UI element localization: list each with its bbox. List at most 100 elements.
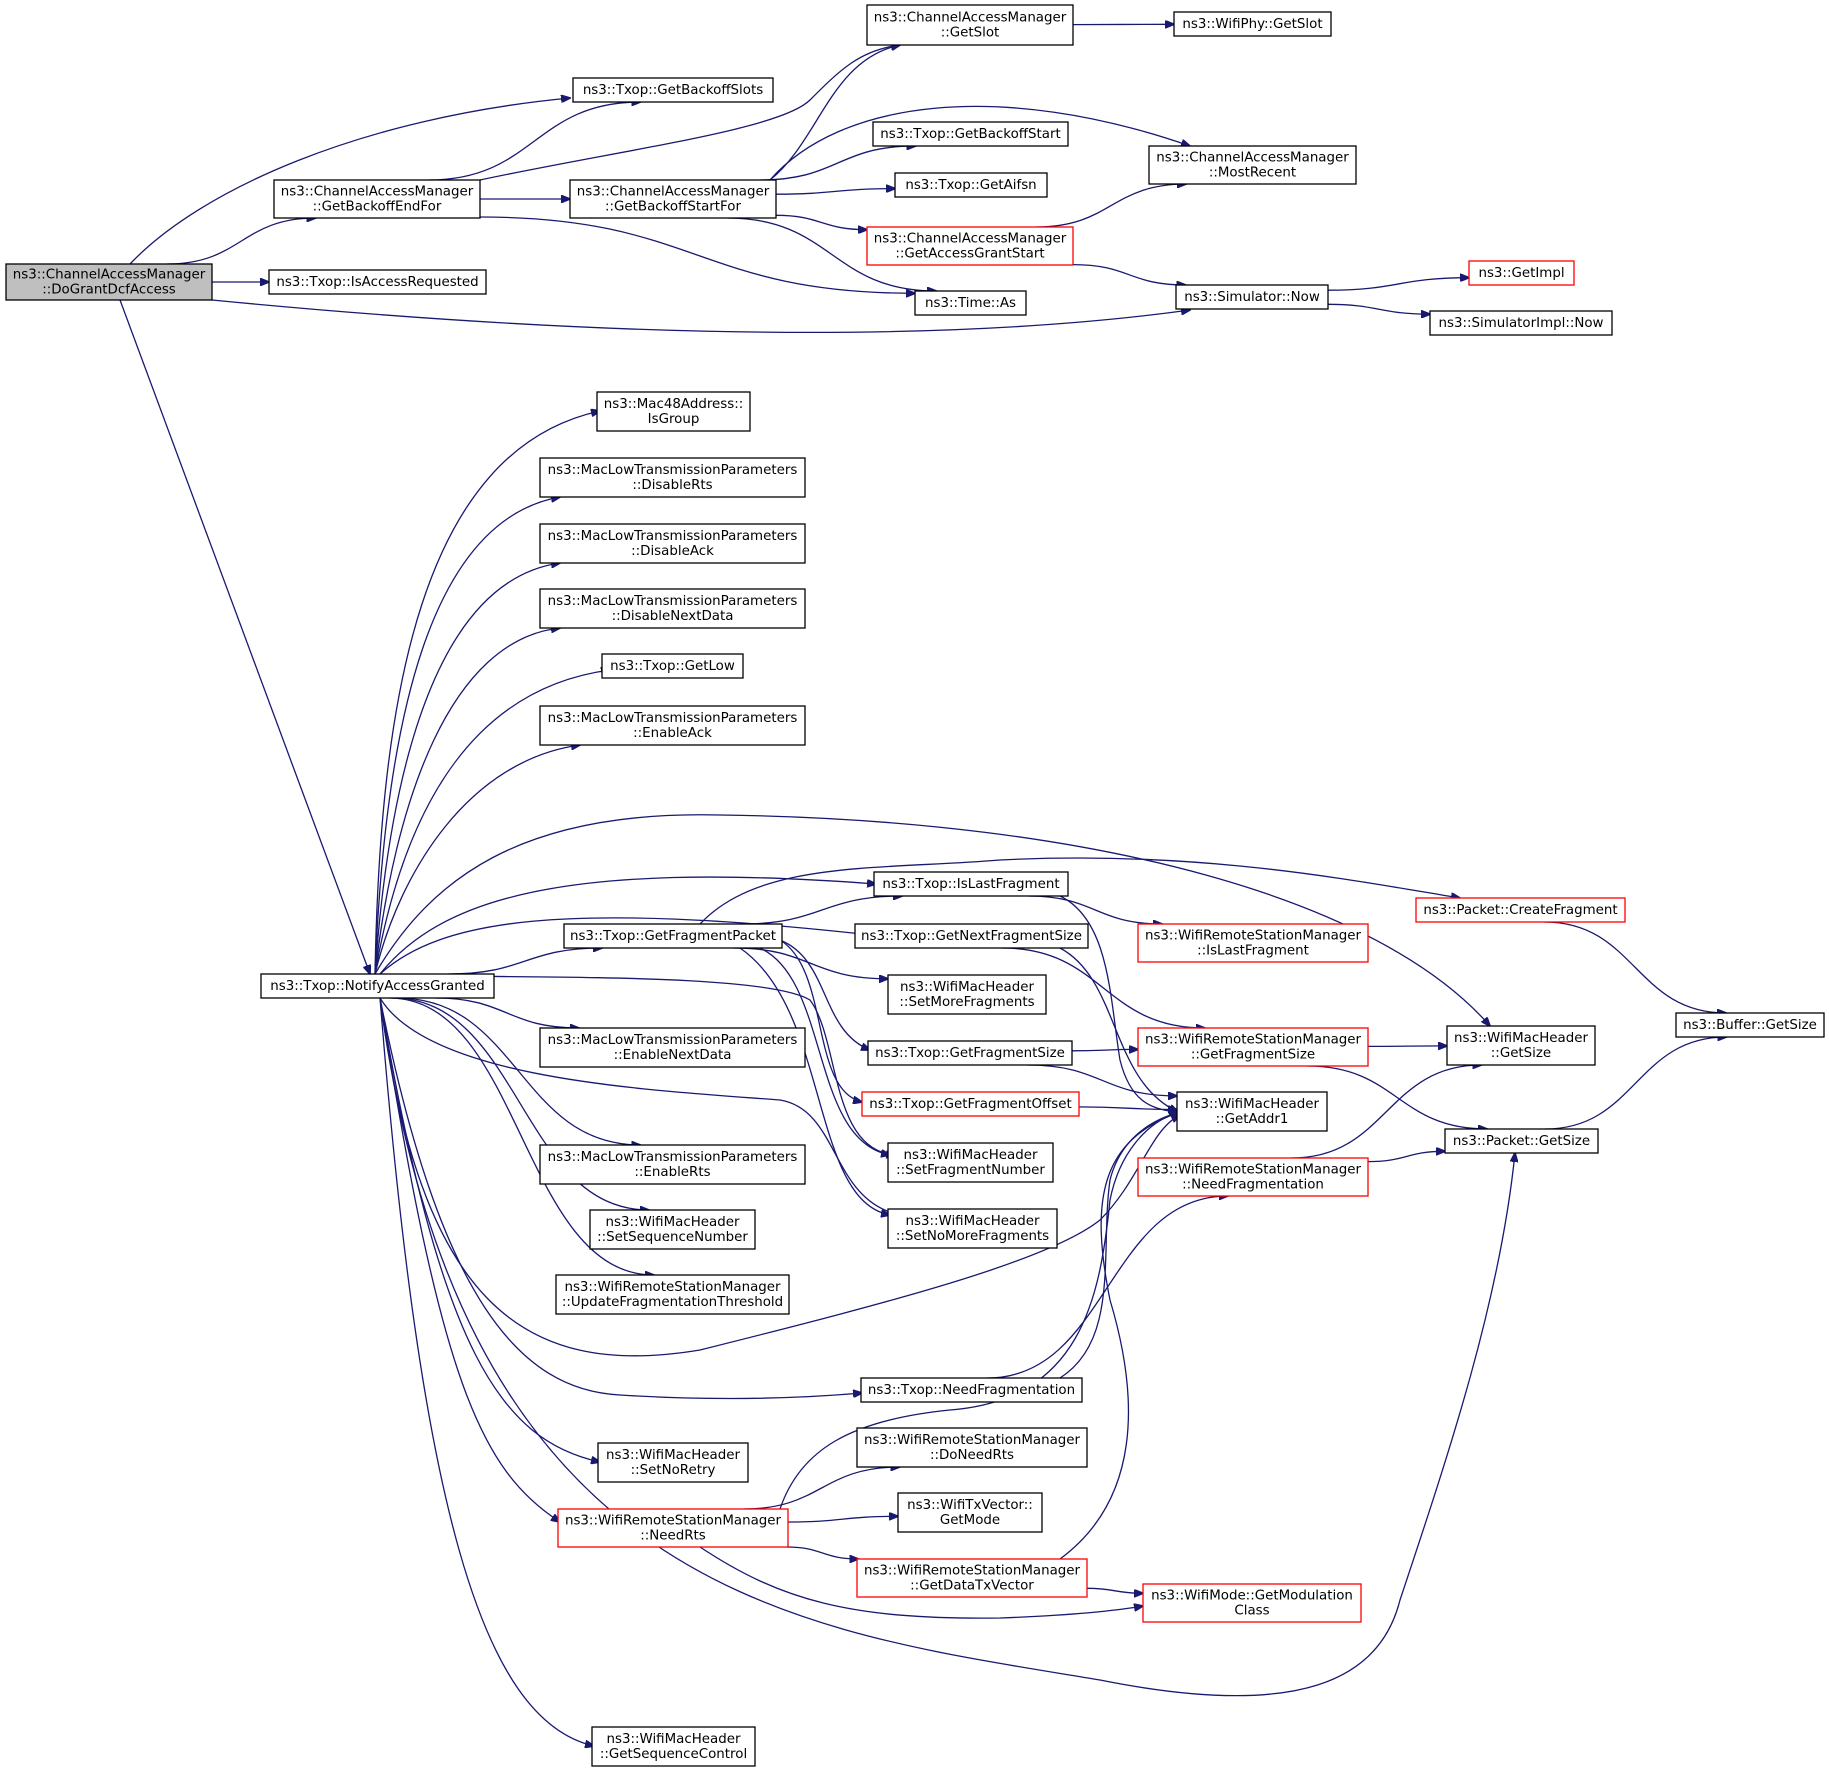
- node-cam_getslot[interactable]: ns3::ChannelAccessManager::GetSlot: [866, 4, 1074, 46]
- node-getdatatxvector[interactable]: ns3::WifiRemoteStationManager::GetDataTx…: [856, 1558, 1088, 1598]
- node-label: ns3::WifiMacHeader: [1185, 1097, 1319, 1112]
- node-setmorefragments[interactable]: ns3::WifiMacHeader::SetMoreFragments: [887, 974, 1047, 1015]
- node-doneedrts[interactable]: ns3::WifiRemoteStationManager::DoNeedRts: [856, 1427, 1088, 1468]
- node-box: [5, 263, 213, 301]
- node-isgroup[interactable]: ns3::Mac48Address::IsGroup: [596, 391, 751, 432]
- edge-notifyaccessgranted-to-getaddr1: [379, 997, 1180, 1357]
- node-wmh_getsize[interactable]: ns3::WifiMacHeader::GetSize: [1446, 1025, 1596, 1066]
- node-disablenextdata[interactable]: ns3::MacLowTransmissionParameters::Disab…: [539, 588, 806, 629]
- node-enablerts[interactable]: ns3::MacLowTransmissionParameters::Enabl…: [539, 1144, 806, 1185]
- node-getbackoffstart[interactable]: ns3::Txop::GetBackoffStart: [872, 121, 1069, 147]
- node-label: ns3::ChannelAccessManager: [281, 185, 474, 200]
- node-getimpl[interactable]: ns3::GetImpl: [1468, 260, 1575, 286]
- node-getaddr1[interactable]: ns3::WifiMacHeader::GetAddr1: [1176, 1091, 1328, 1132]
- node-label: ::NeedFragmentation: [1182, 1178, 1324, 1193]
- node-mostrecent[interactable]: ns3::ChannelAccessManager::MostRecent: [1148, 145, 1357, 185]
- edge-wrsm_needfragmentation-to-packet_getsize: [1367, 1151, 1445, 1163]
- node-getfragmentoffset[interactable]: ns3::Txop::GetFragmentOffset: [861, 1091, 1080, 1117]
- node-label: ::SetSequenceNumber: [597, 1230, 748, 1245]
- node-label: ::GetSlot: [941, 26, 1000, 41]
- node-label: ::DoNeedRts: [930, 1448, 1014, 1463]
- node-wrsm_needfragmentation[interactable]: ns3::WifiRemoteStationManager::NeedFragm…: [1137, 1157, 1369, 1197]
- node-getbackoffstartfor[interactable]: ns3::ChannelAccessManager::GetBackoffSta…: [569, 179, 777, 219]
- edge-notifyaccessgranted-to-getsequencecontrol: [379, 997, 594, 1746]
- node-enableack[interactable]: ns3::MacLowTransmissionParameters::Enabl…: [539, 705, 806, 746]
- edge-notifyaccessgranted-to-getlow: [374, 670, 610, 975]
- node-box: [1137, 1157, 1369, 1197]
- node-label: ns3::Txop::NeedFragmentation: [868, 1383, 1075, 1398]
- edge-getaccessgrantstart-to-mostrecent: [1036, 184, 1186, 228]
- node-time_as[interactable]: ns3::Time::As: [914, 290, 1027, 316]
- node-createfragment[interactable]: ns3::Packet::CreateFragment: [1415, 897, 1626, 923]
- node-box: [589, 1209, 756, 1250]
- edge-dogrant-to-notifyaccessgranted: [119, 299, 370, 974]
- edge-getfragmentpacket-to-createfragment: [699, 857, 1460, 925]
- edge-getbackoffendfor-to-getbackoffslots: [428, 102, 641, 181]
- node-getbackoffslots[interactable]: ns3::Txop::GetBackoffSlots: [572, 77, 774, 103]
- node-label: ::SetMoreFragments: [899, 995, 1034, 1010]
- edge-getfragmentpacket-to-getfragmentsize: [779, 939, 870, 1050]
- node-buffer_getsize[interactable]: ns3::Buffer::GetSize: [1675, 1012, 1825, 1038]
- node-txop_needfragmentation[interactable]: ns3::Txop::NeedFragmentation: [860, 1377, 1083, 1403]
- node-label: ::SetNoRetry: [631, 1463, 716, 1478]
- node-getlow[interactable]: ns3::Txop::GetLow: [601, 653, 744, 679]
- node-label: ::NeedRts: [640, 1529, 706, 1544]
- node-getfragmentpacket[interactable]: ns3::Txop::GetFragmentPacket: [563, 923, 783, 949]
- node-label: GetMode: [940, 1513, 1000, 1528]
- node-setnomorefragments[interactable]: ns3::WifiMacHeader::SetNoMoreFragments: [887, 1208, 1058, 1249]
- node-getsequencecontrol[interactable]: ns3::WifiMacHeader::GetSequenceControl: [591, 1726, 756, 1767]
- node-box: [273, 179, 481, 219]
- node-label: ::GetBackoffEndFor: [313, 200, 442, 215]
- node-box: [1176, 1091, 1328, 1132]
- node-disableack[interactable]: ns3::MacLowTransmissionParameters::Disab…: [539, 523, 806, 564]
- node-simulator_now[interactable]: ns3::Simulator::Now: [1175, 284, 1329, 310]
- node-needrts[interactable]: ns3::WifiRemoteStationManager::NeedRts: [557, 1508, 789, 1548]
- node-label: ns3::Txop::GetFragmentPacket: [570, 929, 776, 944]
- node-setnoretry[interactable]: ns3::WifiMacHeader::SetNoRetry: [597, 1442, 749, 1483]
- edge-notifyaccessgranted-to-disableack: [374, 563, 560, 975]
- node-label: ns3::WifiMacHeader: [904, 1148, 1038, 1163]
- node-box: [872, 121, 1069, 147]
- node-getnextfragmentsize[interactable]: ns3::Txop::GetNextFragmentSize: [854, 923, 1089, 949]
- node-setfragmentnumber[interactable]: ns3::WifiMacHeader::SetFragmentNumber: [887, 1142, 1054, 1183]
- node-box: [861, 1091, 1080, 1117]
- node-box: [596, 391, 751, 432]
- node-wrsm_islastfragment[interactable]: ns3::WifiRemoteStationManager::IsLastFra…: [1137, 923, 1369, 963]
- node-getaifsn[interactable]: ns3::Txop::GetAifsn: [894, 172, 1048, 198]
- edge-needrts-to-getmodulationclass: [699, 1546, 1143, 1619]
- edge-getbackoffstartfor-to-mostrecent: [769, 105, 1190, 181]
- node-getbackoffendfor[interactable]: ns3::ChannelAccessManager::GetBackoffEnd…: [273, 179, 481, 219]
- node-label: ns3::WifiMacHeader: [900, 980, 1034, 995]
- node-notifyaccessgranted[interactable]: ns3::Txop::NotifyAccessGranted: [260, 973, 495, 999]
- node-getaccessgrantstart[interactable]: ns3::ChannelAccessManager::GetAccessGran…: [866, 226, 1074, 266]
- node-packet_getsize[interactable]: ns3::Packet::GetSize: [1444, 1128, 1599, 1154]
- node-getfragmentsize[interactable]: ns3::Txop::GetFragmentSize: [867, 1040, 1073, 1066]
- node-updatefragthreshold[interactable]: ns3::WifiRemoteStationManager::UpdateFra…: [555, 1274, 790, 1315]
- node-label: Class: [1234, 1604, 1269, 1619]
- edge-notifyaccessgranted-to-setfragmentnumber: [379, 973, 895, 1155]
- node-enablenextdata[interactable]: ns3::MacLowTransmissionParameters::Enabl…: [539, 1027, 806, 1068]
- node-wrsm_getfragmentsize[interactable]: ns3::WifiRemoteStationManager::GetFragme…: [1137, 1027, 1369, 1067]
- node-setsequencenumber[interactable]: ns3::WifiMacHeader::SetSequenceNumber: [589, 1209, 756, 1250]
- edge-wrsm_getfragmentsize-to-packet_getsize: [1307, 1065, 1487, 1129]
- edge-notifyaccessgranted-to-islastfragment: [379, 876, 876, 975]
- node-islastfragment[interactable]: ns3::Txop::IsLastFragment: [873, 871, 1069, 897]
- node-box: [1137, 923, 1369, 963]
- node-label: ns3::WifiMacHeader: [606, 1215, 740, 1230]
- node-simulatorimpl_now[interactable]: ns3::SimulatorImpl::Now: [1429, 310, 1613, 336]
- edge-notifyaccessgranted-to-packet_getsize: [379, 997, 1515, 1697]
- node-label: ::DisableRts: [632, 478, 712, 493]
- node-dogrant[interactable]: ns3::ChannelAccessManager::DoGrantDcfAcc…: [5, 263, 213, 301]
- node-isaccessrequested[interactable]: ns3::Txop::IsAccessRequested: [268, 269, 487, 295]
- node-label: ::GetBackoffStartFor: [605, 200, 741, 215]
- node-label: ::EnableNextData: [614, 1048, 732, 1063]
- node-label: ns3::Packet::CreateFragment: [1423, 903, 1617, 918]
- node-box: [601, 653, 744, 679]
- node-disablerts[interactable]: ns3::MacLowTransmissionParameters::Disab…: [539, 457, 806, 498]
- node-getmode[interactable]: ns3::WifiTxVector::GetMode: [897, 1492, 1043, 1533]
- node-wifiphy_getslot[interactable]: ns3::WifiPhy::GetSlot: [1173, 11, 1332, 37]
- node-label: ns3::Txop::GetFragmentSize: [875, 1046, 1065, 1061]
- edge-simulator_now-to-simulatorimpl_now: [1327, 303, 1430, 314]
- node-box: [569, 179, 777, 219]
